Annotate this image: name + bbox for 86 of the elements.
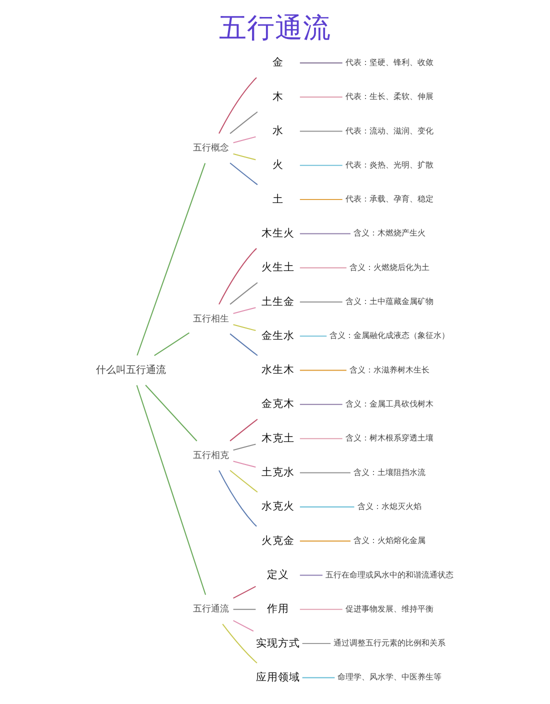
diagram-title: 五行通流 <box>219 11 331 44</box>
node-text: 金 <box>272 58 284 69</box>
node-text: 含义：水滋养树木生长 <box>350 364 430 374</box>
node-text: 应用领域 <box>256 672 300 684</box>
node-text: 代表：生长、柔软、伸展 <box>346 91 434 102</box>
connector <box>300 574 322 576</box>
node-text: 水生木 <box>261 365 294 376</box>
node-text: 含义：土壤阻挡水流 <box>354 466 426 477</box>
connector <box>230 111 258 134</box>
node-text: 火生土 <box>261 262 294 274</box>
connector <box>300 199 342 200</box>
connector <box>300 267 346 268</box>
connector <box>233 586 256 599</box>
node-text: 含义：金属融化成液态（象征水） <box>330 330 450 340</box>
connector <box>218 248 257 305</box>
node-text: 含义：水熄灭火焰 <box>358 500 422 511</box>
connector <box>300 438 342 440</box>
node-text: 土克水 <box>261 468 294 479</box>
node-text: 促进事物发展、维持平衡 <box>346 603 434 614</box>
connector <box>145 384 198 442</box>
connector <box>300 164 342 166</box>
connector <box>230 470 258 493</box>
node-text: 含义：金属工具砍伐树木 <box>346 398 434 408</box>
connector <box>222 624 258 664</box>
node-text: 五行相生 <box>193 314 230 324</box>
node-text: 代表：流动、滋润、变化 <box>346 125 434 136</box>
connector <box>233 608 256 610</box>
connector <box>300 130 342 132</box>
node-text: 五行通流 <box>193 604 230 615</box>
connector <box>230 282 258 305</box>
node-text: 命理学、风水学、中医养生等 <box>338 672 442 682</box>
node-text: 含义：木燃烧产生火 <box>354 228 426 238</box>
node-text: 木克土 <box>261 433 294 444</box>
connector <box>233 460 256 468</box>
connector <box>300 370 346 371</box>
connector <box>302 643 331 644</box>
connector <box>233 153 256 160</box>
connector <box>233 324 256 332</box>
connector <box>233 444 256 451</box>
node-text: 含义：树木根系穿透土壤 <box>346 432 434 443</box>
node-text: 金克木 <box>261 399 294 410</box>
node-text: 五行相克 <box>193 450 230 461</box>
node-text: 五行概念 <box>193 144 230 154</box>
node-text: 代表：炎热、光明、扩散 <box>346 159 434 170</box>
connector <box>230 418 258 442</box>
connector <box>218 470 257 527</box>
node-text: 金生水 <box>261 330 294 342</box>
node-text: 什么叫五行通流 <box>96 364 166 376</box>
node-text: 水克火 <box>261 502 294 513</box>
connector <box>154 332 190 356</box>
node-text: 代表：坚硬、锋利、收敛 <box>346 56 434 67</box>
node-text: 火克金 <box>261 536 294 547</box>
node-text: 定义 <box>266 570 289 581</box>
connector <box>300 608 342 610</box>
connector <box>233 620 254 632</box>
node-text: 代表：承载、孕育、稳定 <box>346 194 434 204</box>
connector <box>300 96 342 98</box>
connector <box>218 77 257 134</box>
connector <box>300 62 342 64</box>
connector <box>302 677 335 678</box>
node-text: 火 <box>272 160 284 172</box>
connector <box>300 233 350 234</box>
node-text: 水 <box>272 126 284 137</box>
node-text: 作用 <box>266 604 289 616</box>
node-text: 木 <box>272 92 284 103</box>
node-text: 五行在命理或风水中的和谐流通状态 <box>326 569 454 580</box>
connector <box>230 333 258 356</box>
node-text: 木生火 <box>261 228 294 240</box>
node-text: 含义：火燃烧后化为土 <box>350 262 430 272</box>
connector <box>300 404 342 405</box>
connector <box>136 162 206 356</box>
connector <box>300 506 354 508</box>
connector <box>233 136 256 144</box>
node-text: 含义：土中蕴藏金属矿物 <box>346 296 434 306</box>
node-text: 通过调整五行元素的比例和关系 <box>334 638 446 648</box>
connector <box>230 162 258 186</box>
connector <box>300 301 342 303</box>
connector <box>300 336 327 337</box>
connector <box>233 307 256 314</box>
node-text: 土 <box>272 194 284 206</box>
connector <box>300 472 350 474</box>
connector <box>300 540 350 542</box>
node-text: 土生金 <box>261 296 294 308</box>
node-text: 含义：火焰熔化金属 <box>354 535 426 546</box>
connector <box>136 385 206 595</box>
node-text: 实现方式 <box>256 638 300 650</box>
